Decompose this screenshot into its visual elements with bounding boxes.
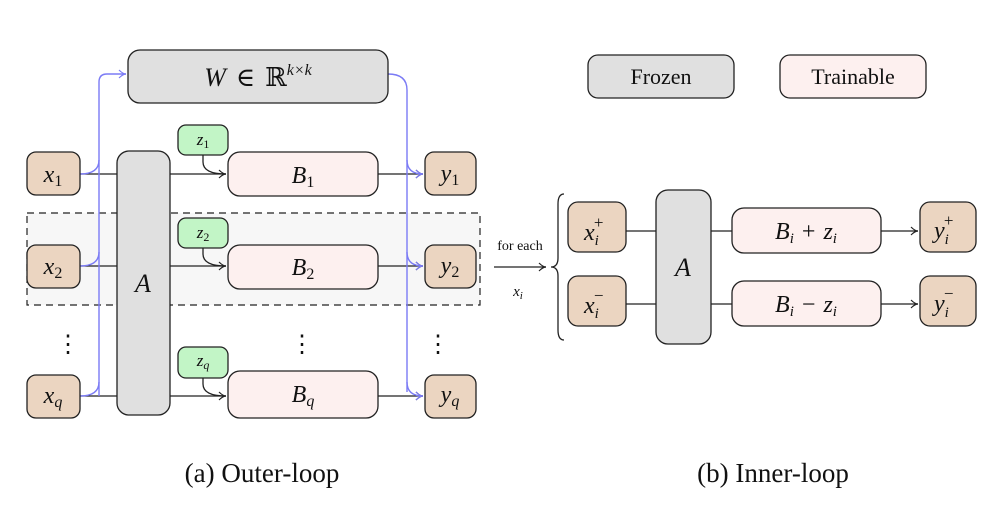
skip-paths	[79, 69, 424, 401]
input-x2: x2	[26, 244, 81, 289]
svg-text:zq: zq	[196, 351, 210, 372]
svg-text:W∈ℝk×k: W∈ℝk×k	[204, 62, 312, 92]
output-y2: y2	[424, 244, 477, 289]
for-each-label: for each	[497, 239, 542, 254]
svg-text:Trainable: Trainable	[811, 64, 895, 89]
z2-box: z2	[177, 217, 229, 249]
b-plus-z-box: Bi+zi	[731, 207, 882, 254]
svg-text:Frozen: Frozen	[630, 64, 691, 89]
a-matrix-box-inner: A	[655, 189, 712, 345]
zq-box: zq	[177, 346, 229, 379]
svg-text:Bi+zi: Bi+zi	[775, 219, 837, 247]
input-xq: xq	[26, 374, 81, 419]
svg-text:yq: yq	[439, 382, 460, 410]
svg-text:B2: B2	[292, 255, 315, 283]
dots-outputs: ⋮	[426, 332, 450, 358]
b2-box: B2	[227, 244, 379, 290]
legend-frozen: Frozen	[587, 54, 735, 99]
output-yq: yq	[424, 374, 477, 419]
svg-text:z2: z2	[196, 223, 210, 244]
legend-trainable: Trainable	[779, 54, 927, 99]
svg-text:z1: z1	[196, 130, 210, 151]
svg-text:x1: x1	[43, 162, 63, 190]
svg-text:xq: xq	[43, 383, 63, 411]
inner-connections	[626, 226, 919, 309]
output-y-plus: yi+	[919, 201, 977, 253]
caption-outer-loop: (a) Outer-loop	[185, 458, 340, 488]
w-matrix-box: W∈ℝk×k	[127, 49, 389, 104]
svg-text:A: A	[673, 253, 691, 282]
output-y1: y1	[424, 151, 477, 196]
svg-text:yi−: yi−	[932, 284, 953, 321]
a-matrix-box-outer: A	[116, 150, 171, 416]
transition-var: xi	[512, 284, 523, 302]
b-minus-z-box: Bi−zi	[731, 280, 882, 327]
output-y-minus: yi−	[919, 275, 977, 327]
input-x-plus: xi+	[567, 201, 627, 253]
svg-text:yi+: yi+	[932, 211, 953, 248]
svg-text:y2: y2	[439, 253, 460, 281]
svg-text:xi+: xi+	[583, 213, 603, 249]
svg-text:Bq: Bq	[292, 382, 315, 410]
dots-b: ⋮	[290, 332, 314, 358]
caption-inner-loop: (b) Inner-loop	[697, 458, 849, 488]
bq-box: Bq	[227, 370, 379, 419]
z1-box: z1	[177, 124, 229, 156]
svg-text:B1: B1	[292, 163, 315, 191]
input-x-minus: xi−	[567, 275, 627, 327]
b1-box: B1	[227, 151, 379, 197]
svg-text:y1: y1	[439, 161, 460, 189]
brace	[550, 193, 565, 341]
svg-text:xi−: xi−	[583, 286, 603, 322]
input-x1: x1	[26, 151, 81, 196]
svg-text:Bi−zi: Bi−zi	[775, 292, 837, 320]
svg-text:x2: x2	[43, 254, 63, 282]
dots-inputs: ⋮	[56, 332, 80, 358]
svg-text:A: A	[133, 269, 151, 298]
